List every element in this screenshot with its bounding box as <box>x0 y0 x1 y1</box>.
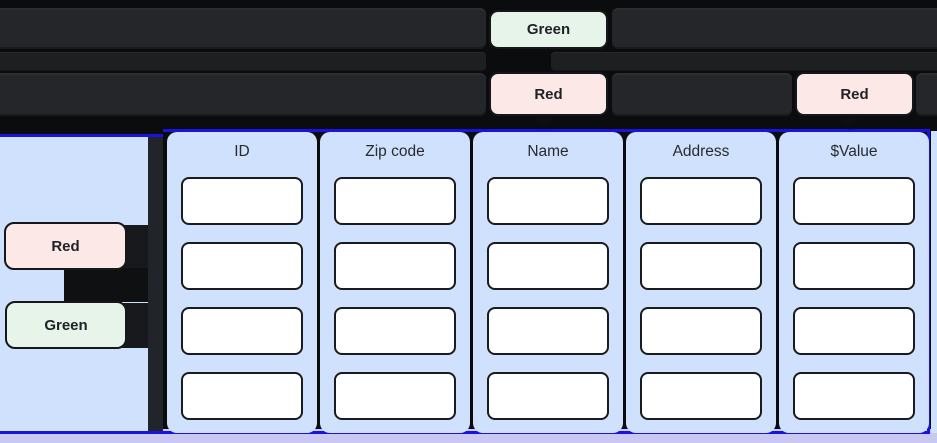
table-cell <box>640 372 762 420</box>
column-header: $Value <box>830 143 878 160</box>
row-band-2-left <box>0 73 486 116</box>
row-band-2-middle <box>612 73 792 116</box>
status-badge-green-top: Green <box>489 10 608 49</box>
arrow-down-icon <box>840 117 858 130</box>
column-name: Name <box>473 132 623 433</box>
status-badge-red-top-left: Red <box>489 72 608 116</box>
table-cell <box>487 177 609 225</box>
badge-label: Red <box>840 85 869 103</box>
status-badge-red-left: Red <box>4 222 127 270</box>
table-cell <box>793 242 915 290</box>
table-cell <box>181 372 303 420</box>
column-id: ID <box>167 132 317 433</box>
column-address: Address <box>626 132 776 433</box>
table-cell <box>181 177 303 225</box>
column-zip-code: Zip code <box>320 132 470 433</box>
table-cell <box>181 307 303 355</box>
column-header: Name <box>527 143 569 160</box>
row-band-2-right <box>916 73 937 116</box>
status-badge-red-top-right: Red <box>795 72 914 116</box>
table-cell <box>640 242 762 290</box>
row-band-mid-left <box>0 52 486 71</box>
column-header: Address <box>672 143 730 160</box>
badge-connector-block <box>64 268 148 302</box>
status-badge-green-left: Green <box>5 301 127 349</box>
divider-strip <box>148 137 163 431</box>
row-band-1-left <box>0 8 486 49</box>
row-band-1-right <box>612 8 937 49</box>
next-table-edge <box>931 131 937 433</box>
column-header: ID <box>234 143 250 160</box>
row-band-mid-right <box>551 52 937 71</box>
table-cell <box>487 372 609 420</box>
arrow-down-icon <box>535 117 553 130</box>
table-cell <box>181 242 303 290</box>
table-cell <box>793 177 915 225</box>
badge-label: Green <box>526 21 571 38</box>
column-value: $Value <box>779 132 929 433</box>
badge-label: Green <box>44 316 88 334</box>
table-cell <box>334 242 456 290</box>
badge-label: Red <box>51 237 80 255</box>
table-cell <box>487 307 609 355</box>
badge-label: Red <box>534 85 563 103</box>
column-header: Zip code <box>365 143 425 160</box>
table-cell <box>640 307 762 355</box>
table-cell <box>793 372 915 420</box>
table-cell <box>640 177 762 225</box>
table-cell <box>334 372 456 420</box>
table-cell <box>334 177 456 225</box>
table-cell <box>487 242 609 290</box>
badge-connector-top <box>489 49 548 72</box>
table-cell <box>334 307 456 355</box>
table-cell <box>793 307 915 355</box>
